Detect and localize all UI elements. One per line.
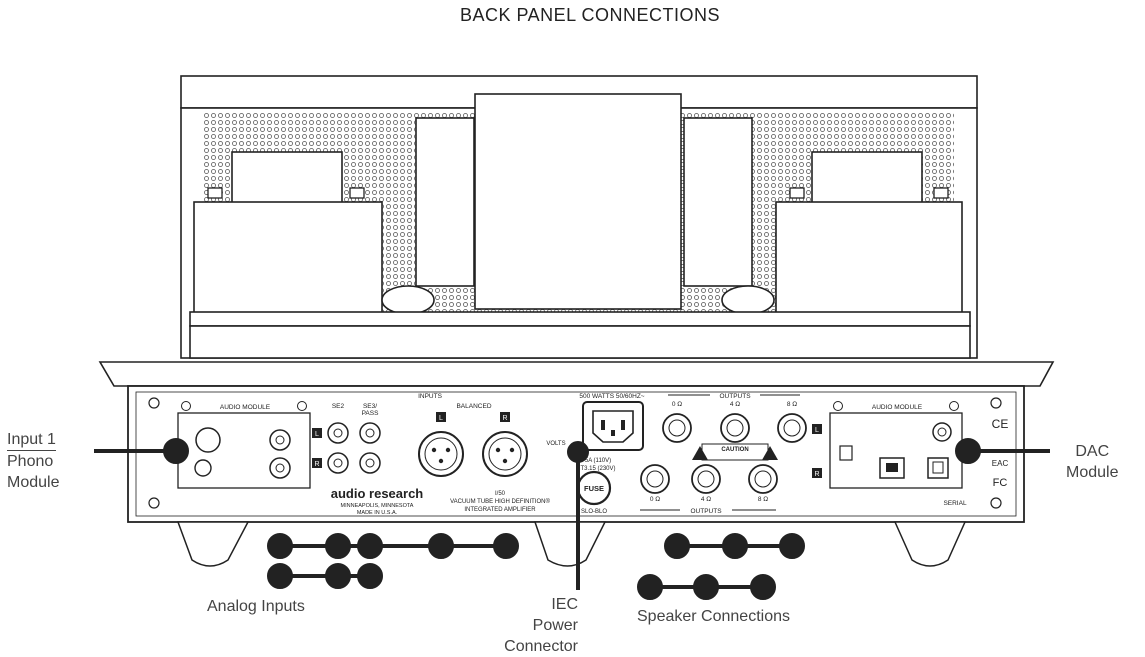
label-r-speaker: R [814,471,819,478]
model-line-2: INTEGRATED AMPLIFIER [464,507,536,513]
top-plate [98,361,1055,387]
callout-analog-inputs: Analog Inputs [207,598,305,615]
label-0ohm-top: 0 Ω [672,401,682,408]
callout-iec-line2: Power [532,617,578,634]
label-4ohm-bottom: 4 Ω [701,496,711,503]
callout-lines [94,438,1050,600]
xlr-left [418,431,464,477]
label-fuse-spec-1: 5A (110V) [585,458,611,464]
label-0ohm-bottom: 0 Ω [650,496,660,503]
label-l-speaker: L [815,427,819,434]
label-balanced: BALANCED [456,403,491,410]
fc-mark: FC [993,477,1008,489]
eac-mark: EAC [992,459,1009,468]
speaker-outputs: OUTPUTS 0 Ω 4 Ω 8 Ω 0 Ω 4 Ω 8 Ω OUTPUTS … [640,393,822,515]
panel-screws [148,397,1002,509]
brand-made-in: MADE IN U.S.A. [357,510,398,516]
right-transformer [775,201,963,315]
label-4ohm-top: 4 Ω [730,401,740,408]
dac-switch [839,445,853,461]
label-power-rating: 500 WATTS 50/60HZ~ [579,393,644,400]
callout-iec-line1: IEC [551,596,578,613]
se2-rca-l [327,422,349,444]
callout-input1-line1: Input 1 [7,429,56,451]
iec-dot [567,441,589,463]
callout-dac-line2: Module [1066,464,1119,481]
chassis-feet [176,521,967,567]
right-audio-module: AUDIO MODULE SERIAL CE EAC FC [829,401,1009,507]
left-transformer-top [231,151,343,208]
label-caution: CAUTION [721,447,748,453]
warning-icon-left [692,446,708,460]
tube-socket [381,285,435,315]
optical-port [927,457,949,479]
phono-ground-knob [195,427,221,453]
diagram-title: BACK PANEL CONNECTIONS [459,5,721,25]
callout-dac: DAC Module [1066,441,1118,483]
model-line-1: VACUUM TUBE HIGH DEFINITION® [450,498,550,505]
left-output-transformer [415,117,475,287]
power-transformer [474,93,682,310]
left-transformer [193,201,383,315]
dac-dot [955,438,981,464]
brand-block: audio research MINNEAPOLIS, MINNESOTA MA… [331,486,551,516]
callout-input1-line2: Phono [7,453,54,470]
coax-port [932,422,952,442]
label-pass: PASS [362,410,380,417]
label-se3: SE3/ [363,403,377,410]
xlr-right [482,431,528,477]
tube-socket [721,285,775,315]
label-inputs: INPUTS [418,393,443,400]
label-r-left: R [314,461,319,468]
callout-speaker-connections: Speaker Connections [637,608,790,625]
label-r-xlr: R [502,415,507,422]
label-audio-module-right: AUDIO MODULE [872,404,923,411]
top-screws [207,187,949,199]
chassis-lower [189,325,971,359]
label-se2: SE2 [332,403,345,410]
right-output-transformer [683,117,753,287]
model-name: I/50 [495,491,506,497]
label-volts: VOLTS [546,441,565,447]
power-section: 500 WATTS 50/60HZ~ VOLTS 5A (110V) T3.15… [546,393,644,515]
se-inputs: SE2 SE3/ PASS INPUTS L R [312,393,443,474]
brand-city: MINNEAPOLIS, MINNESOTA [341,503,414,509]
chassis-lip [189,311,971,327]
label-fuse-spec-2: T3.15 (230V) [580,466,615,472]
input1-dot [163,438,189,464]
phono-ground-post [194,459,212,477]
callout-input1-line3: Module [7,474,60,491]
label-slo-blo: SLO-BLO [581,509,607,515]
se3-rca-r [359,452,381,474]
label-fuse: FUSE [584,484,604,493]
brand-logo: audio research [331,486,424,501]
left-audio-module: AUDIO MODULE [177,401,311,489]
ce-mark: CE [992,417,1009,431]
tube-cage [180,75,978,359]
label-8ohm-bottom: 8 Ω [758,496,768,503]
cage-top-bar [180,75,978,109]
callout-input1: Input 1 Phono Module [7,429,59,493]
se2-rca-r [327,452,349,474]
right-transformer-top [811,151,923,208]
label-outputs-top: OUTPUTS [719,393,751,400]
callout-dac-line1: DAC [1075,443,1110,460]
label-outputs-bottom: OUTPUTS [690,508,722,515]
label-8ohm-top: 8 Ω [787,401,797,408]
warning-icon-right [762,446,778,460]
label-serial: SERIAL [943,500,967,507]
label-l-xlr: L [439,415,443,422]
label-audio-module-left: AUDIO MODULE [220,404,271,411]
callout-iec: IEC Power Connector [490,594,578,657]
se3-rca-l [359,422,381,444]
balanced-inputs: BALANCED L R [418,403,528,477]
callout-iec-line3: Connector [504,638,578,655]
label-l-left: L [315,431,319,438]
